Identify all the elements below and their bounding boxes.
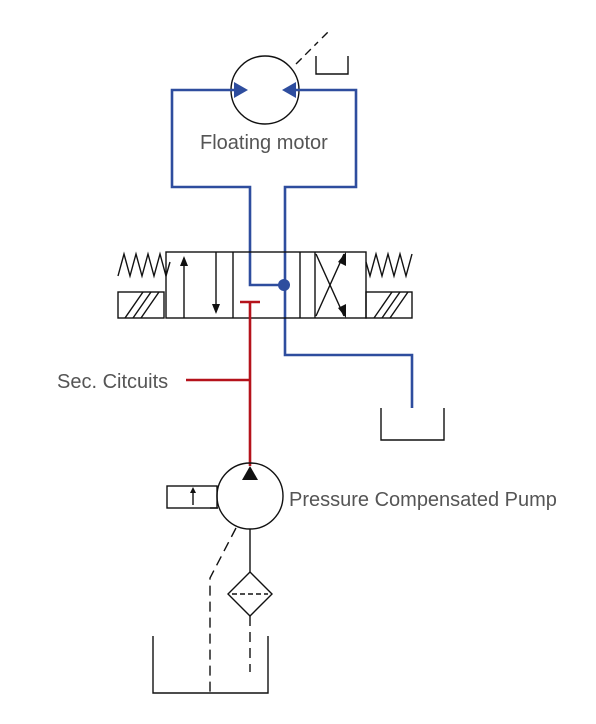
right-env-cross-2 [315,253,345,317]
motor-left-line [170,88,285,287]
left-env-arrow-down-head [212,304,220,314]
pump-label: Pressure Compensated Pump [289,489,557,511]
motor-inlet-arrow-left [234,82,248,98]
motor-drain-line [295,31,329,65]
left-env-arrow-up-head [180,256,188,266]
secondary-circuits-label: Sec. Citcuits [57,371,168,393]
valve-body [165,251,367,319]
return-tank-icon [380,408,445,441]
filter-icon [227,571,273,617]
motor-label: Floating motor [200,132,328,154]
pump-drain-line [209,527,237,693]
directional-valve-icon [117,251,413,319]
junction-dot [278,279,290,291]
left-spring-icon [117,251,171,279]
motor-flow-lines [170,82,414,408]
pump-compensator-box [166,485,218,509]
pump-outlet-arrow [242,466,258,480]
right-spring-icon [365,251,413,279]
right-env-cross-1-head [338,252,346,266]
motor-drain-tank-icon [315,56,349,75]
right-env-cross-2-head [338,304,346,318]
reservoir-tank-icon [152,636,269,694]
motor-right-line [283,88,414,408]
motor-inlet-arrow-right [282,82,296,98]
floating-motor [230,31,349,125]
compensator-arrow-head [190,487,196,493]
right-solenoid-slash [373,291,409,319]
left-solenoid-slash [124,291,160,319]
pump-icon [166,462,284,530]
